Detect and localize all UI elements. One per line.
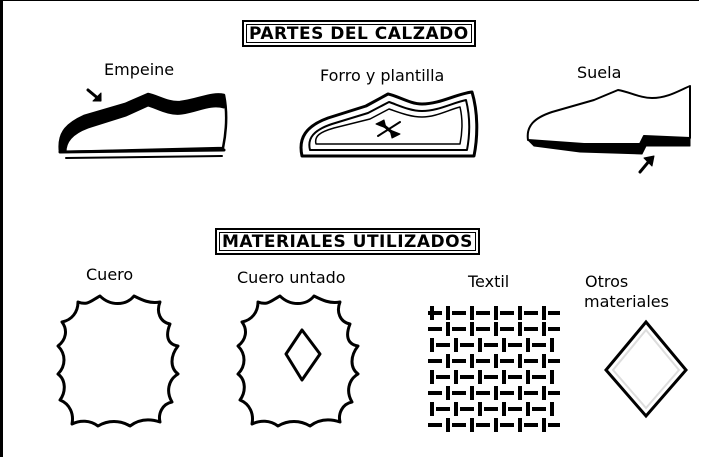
coated-leather-icon — [236, 294, 360, 428]
label-suela: Suela — [577, 63, 622, 82]
textile-weave-icon — [428, 306, 560, 432]
label-textil: Textil — [468, 272, 510, 291]
shoe-suela-icon — [526, 85, 691, 174]
shoe-empeine-icon — [58, 88, 228, 159]
other-materials-diamond-icon — [604, 319, 688, 419]
label-cuero: Cuero — [86, 265, 134, 284]
label-materiales: materiales — [584, 292, 669, 311]
leather-hide-icon — [56, 294, 180, 428]
label-otros: Otros — [585, 272, 629, 291]
label-cuero-untado: Cuero untado — [237, 268, 346, 287]
label-empeine: Empeine — [104, 60, 175, 79]
shoe-forro-icon — [299, 90, 479, 158]
label-forro-plantilla: Forro y plantilla — [320, 66, 445, 85]
parts-heading: PARTES DEL CALZADO — [242, 20, 476, 47]
materials-heading: MATERIALES UTILIZADOS — [215, 228, 480, 255]
